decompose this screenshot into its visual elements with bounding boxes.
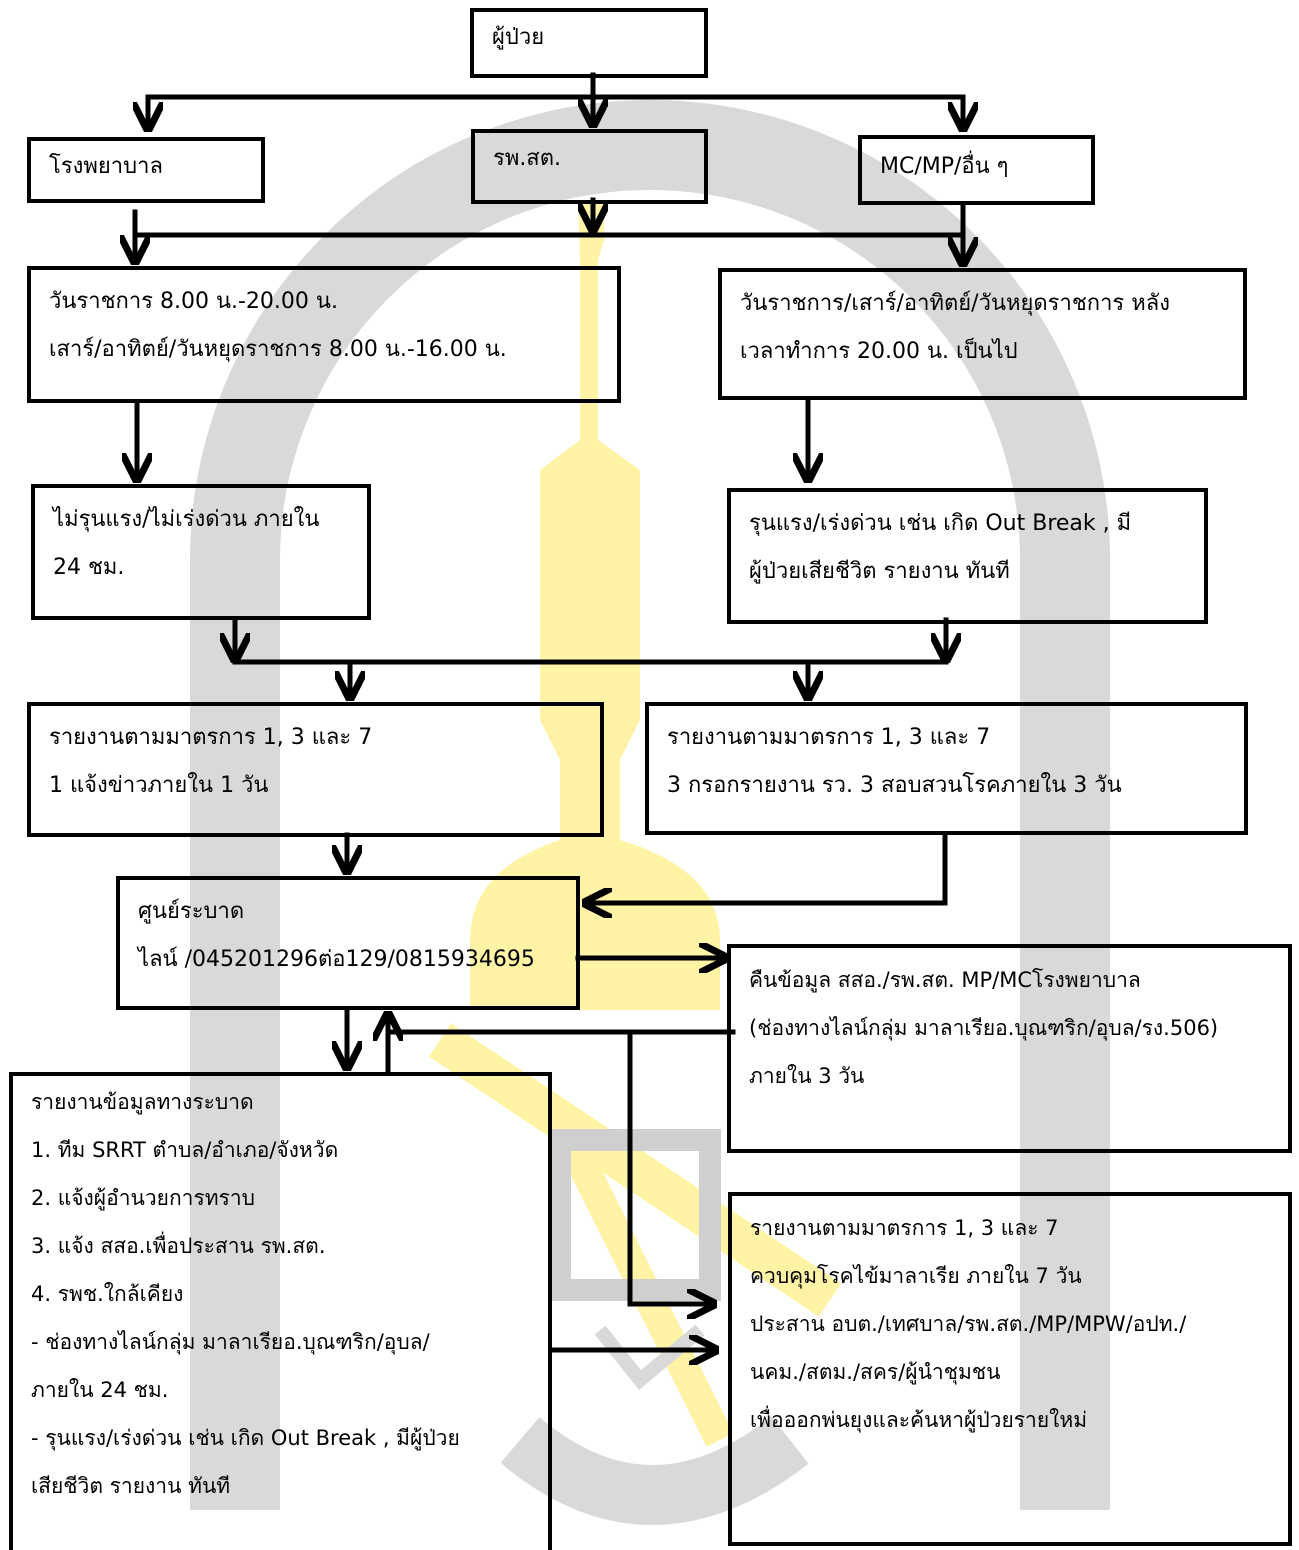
epidemic-report-line-8: - รุนแรง/เร่งด่วน เช่น เกิด Out Break , … — [31, 1426, 460, 1450]
hospital-label: โรงพยาบาล — [49, 154, 163, 179]
report-measure-1-line-1: รายงานตามมาตรการ 1, 3 และ 7 — [49, 725, 373, 750]
epidemic-report-line-6: - ช่องทางไลน์กลุ่ม มาลาเรียอ.บุณฑริก/อุบ… — [31, 1330, 430, 1354]
not-urgent-line-1: ไม่รุนแรง/ไม่เร่งด่วน ภายใน — [53, 507, 320, 532]
epidemic-report-line-3: 2. แจ้งผู้อำนวยการทราบ — [31, 1186, 255, 1210]
mc-mp-other-box: MC/MP/อื่น ๆ — [858, 135, 1095, 205]
report-measure-1-box: รายงานตามมาตรการ 1, 3 และ 7 1 แจ้งข่าวภา… — [27, 702, 604, 837]
arrow-to-report-7 — [627, 1029, 712, 1304]
office-hours-box: วันราชการ 8.00 น.-20.00 น. เสาร์/อาทิตย์… — [27, 266, 621, 403]
office-hours-line-1: วันราชการ 8.00 น.-20.00 น. — [49, 289, 338, 314]
not-urgent-box: ไม่รุนแรง/ไม่เร่งด่วน ภายใน 24 ชม. — [31, 484, 371, 620]
report-measure-3-box: รายงานตามมาตรการ 1, 3 และ 7 3 กรอกรายงาน… — [645, 702, 1248, 835]
feedback-box: คืนข้อมูล สสอ./รพ.สต. MP/MCโรงพยาบาล (ช่… — [727, 944, 1292, 1153]
report-measure-7-line-1: รายงานตามมาตรการ 1, 3 และ 7 — [750, 1216, 1059, 1240]
report-measure-7-line-4: นคม./สตม./สคร/ผู้นำชุมชน — [750, 1360, 1001, 1384]
patient-label: ผู้ป่วย — [492, 25, 545, 50]
epidemic-report-line-4: 3. แจ้ง สสอ.เพื่อประสาน รพ.สต. — [31, 1234, 326, 1258]
report-measure-7-box: รายงานตามมาตรการ 1, 3 และ 7 ควบคุมโรคไข้… — [728, 1192, 1292, 1546]
mc-mp-other-label: MC/MP/อื่น ๆ — [880, 154, 1009, 179]
report-measure-7-line-5: เพื่อออกพ่นยุงและค้นหาผู้ป่วยรายใหม่ — [750, 1408, 1088, 1432]
urgent-line-2: ผู้ป่วยเสียชีวิต รายงาน ทันที — [749, 559, 1010, 584]
health-center-label: รพ.สต. — [493, 146, 562, 171]
after-hours-box: วันราชการ/เสาร์/อาทิตย์/วันหยุดราชการ หล… — [718, 268, 1247, 400]
epidemic-center-line-1: ศูนย์ระบาด — [138, 899, 245, 924]
report-measure-7-line-2: ควบคุมโรคไข้มาลาเรีย ภายใน 7 วัน — [750, 1264, 1082, 1288]
line-feedback-to-report — [385, 1029, 736, 1075]
urgent-line-1: รุนแรง/เร่งด่วน เช่น เกิด Out Break , มี — [749, 511, 1132, 536]
epidemic-report-line-7: ภายใน 24 ชม. — [31, 1378, 169, 1402]
arrow-report-3-to-center — [587, 832, 948, 903]
not-urgent-line-2: 24 ชม. — [53, 555, 125, 580]
hospital-box: โรงพยาบาล — [27, 137, 265, 203]
report-measure-7-line-3: ประสาน อบต./เทศบาล/รพ.สต./MP/MPW/อปท./ — [750, 1312, 1187, 1336]
epidemic-report-line-2: 1. ทีม SRRT ตำบล/อำเภอ/จังหวัด — [31, 1138, 339, 1162]
report-measure-3-line-2: 3 กรอกรายงาน รว. 3 สอบสวนโรคภายใน 3 วัน — [667, 773, 1122, 798]
urgent-box: รุนแรง/เร่งด่วน เช่น เกิด Out Break , มี… — [727, 488, 1208, 624]
feedback-line-3: ภายใน 3 วัน — [749, 1064, 865, 1088]
health-center-box: รพ.สต. — [471, 129, 708, 204]
epidemic-report-line-9: เสียชีวิต รายงาน ทันที — [31, 1474, 231, 1498]
epidemic-report-box: รายงานข้อมูลทางระบาด 1. ทีม SRRT ตำบล/อำ… — [9, 1072, 552, 1550]
epidemic-report-line-5: 4. รพช.ใกล้เคียง — [31, 1282, 184, 1306]
after-hours-line-2: เวลาทำการ 20.00 น. เป็นไป — [740, 339, 1018, 364]
patient-box: ผู้ป่วย — [470, 8, 708, 78]
office-hours-line-2: เสาร์/อาทิตย์/วันหยุดราชการ 8.00 น.-16.0… — [49, 337, 507, 362]
report-measure-1-line-2: 1 แจ้งข่าวภายใน 1 วัน — [49, 773, 269, 798]
epidemic-report-line-1: รายงานข้อมูลทางระบาด — [31, 1090, 254, 1114]
after-hours-line-1: วันราชการ/เสาร์/อาทิตย์/วันหยุดราชการ หล… — [740, 291, 1170, 316]
epidemic-center-box: ศูนย์ระบาด ไลน์ /045201296ต่อ129/0815934… — [116, 876, 580, 1010]
feedback-line-1: คืนข้อมูล สสอ./รพ.สต. MP/MCโรงพยาบาล — [749, 968, 1141, 992]
report-measure-3-line-1: รายงานตามมาตรการ 1, 3 และ 7 — [667, 725, 991, 750]
feedback-line-2: (ช่องทางไลน์กลุ่ม มาลาเรียอ.บุณฑริก/อุบล… — [749, 1016, 1219, 1040]
epidemic-center-line-2: ไลน์ /045201296ต่อ129/0815934695 — [138, 947, 535, 972]
